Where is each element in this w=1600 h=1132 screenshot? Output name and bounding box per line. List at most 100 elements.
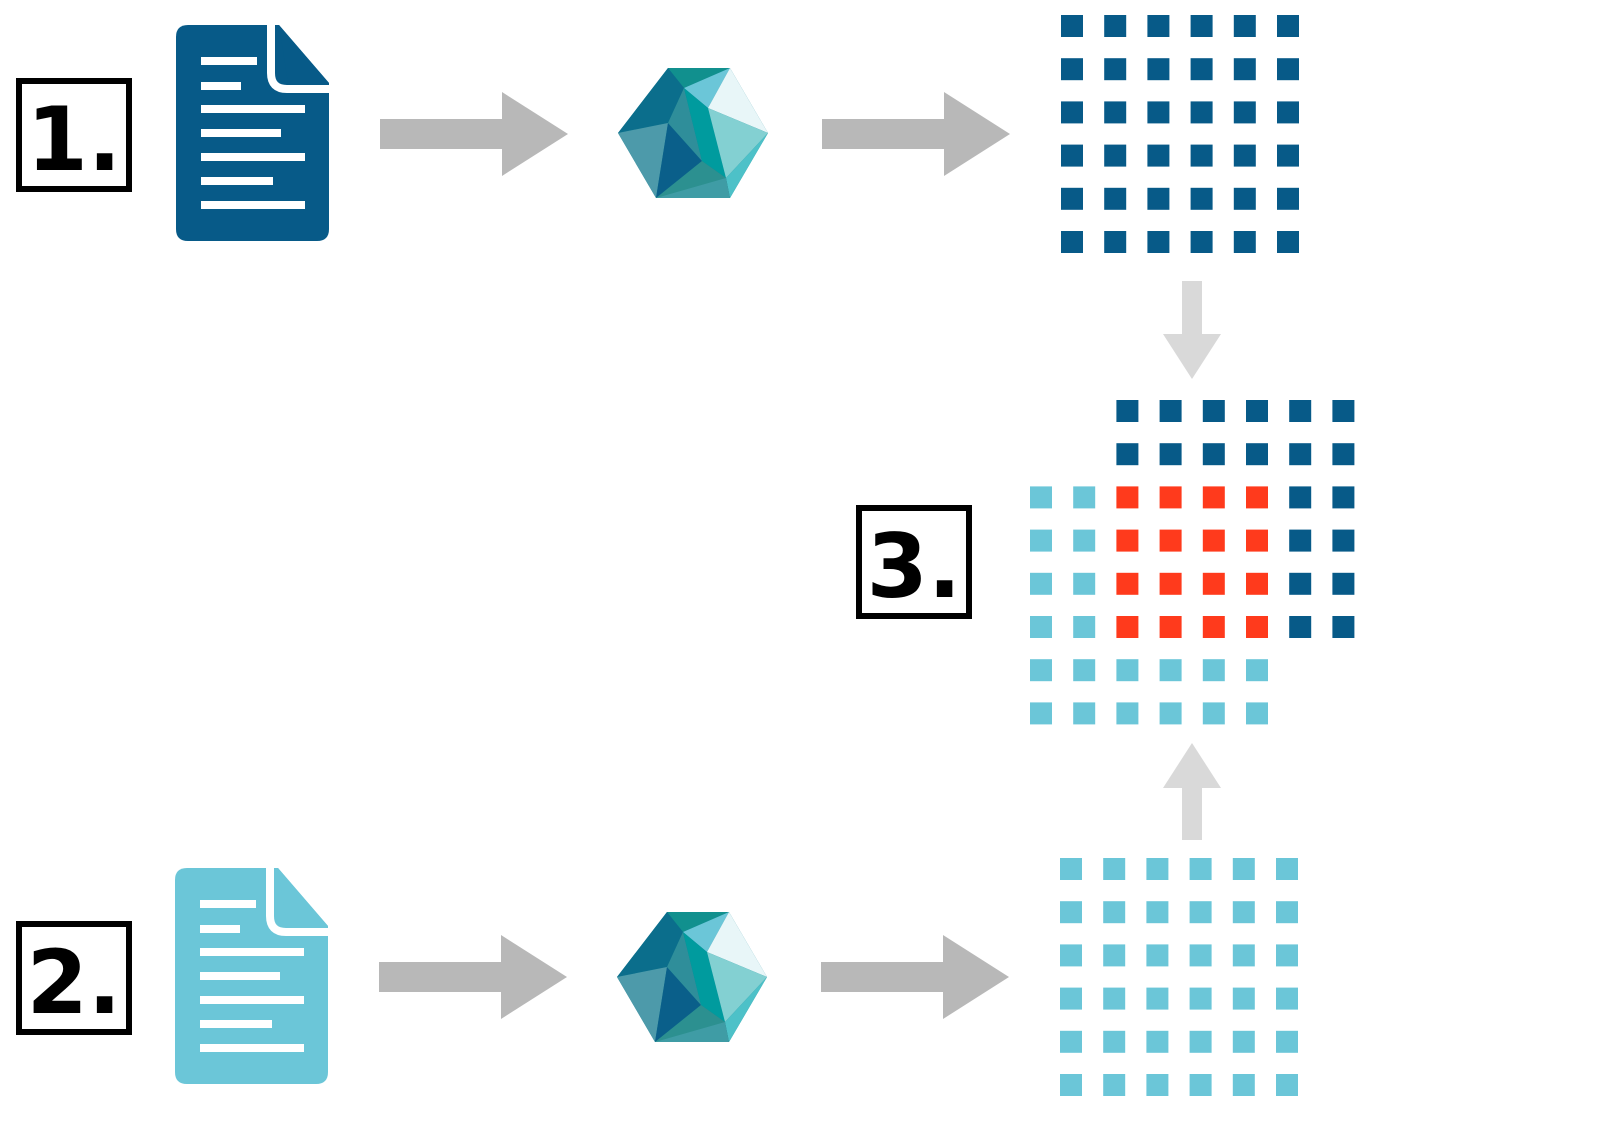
step-3-badge: 3. — [856, 505, 972, 619]
embedding-cell — [1030, 486, 1052, 509]
polyhedron-model-icon — [617, 912, 767, 1042]
embedding-cell — [1116, 400, 1139, 422]
embedding-cell — [1276, 858, 1298, 880]
embedding-cell — [1233, 15, 1256, 37]
embedding-grid-combined — [1030, 400, 1355, 725]
embedding-grid-bottom — [1060, 858, 1298, 1096]
embedding-cell — [1147, 58, 1170, 81]
embedding-cell — [1189, 858, 1212, 880]
embedding-cell — [1060, 987, 1082, 1010]
embedding-cell — [1189, 944, 1212, 967]
embedding-cell — [1116, 702, 1139, 725]
embedding-cell — [1332, 529, 1355, 552]
embedding-cell — [1061, 58, 1083, 81]
embedding-cell — [1277, 15, 1299, 37]
embedding-cell — [1189, 901, 1212, 924]
embedding-cell — [1146, 858, 1169, 880]
overlap-cell — [1159, 616, 1182, 638]
overlap-cell — [1116, 529, 1139, 552]
embedding-cell — [1147, 231, 1170, 253]
embedding-cell — [1276, 987, 1298, 1010]
embedding-cell — [1289, 529, 1312, 552]
embedding-cell — [1190, 15, 1213, 37]
embedding-cell — [1061, 101, 1083, 124]
step-1-label: 1. — [27, 88, 122, 191]
embedding-cell — [1061, 144, 1083, 167]
embedding-cell — [1277, 187, 1299, 210]
overlap-cell — [1202, 572, 1225, 595]
embedding-cell — [1060, 901, 1082, 924]
embedding-cell — [1332, 616, 1355, 638]
embedding-cell — [1202, 400, 1225, 422]
embedding-cell — [1276, 1074, 1298, 1096]
embedding-cell — [1159, 443, 1182, 466]
embedding-cell — [1246, 702, 1268, 725]
overlap-cell — [1116, 572, 1139, 595]
embedding-cell — [1147, 101, 1170, 124]
embedding-cell — [1233, 101, 1256, 124]
overlap-cell — [1246, 529, 1268, 552]
embedding-cell — [1233, 58, 1256, 81]
embedding-cell — [1104, 231, 1127, 253]
embedding-cell — [1146, 987, 1169, 1010]
arrow-down-icon — [1163, 281, 1221, 379]
embedding-cell — [1030, 616, 1052, 638]
overlap-cell — [1159, 486, 1182, 509]
embedding-cell — [1146, 1030, 1169, 1053]
overlap-cell — [1159, 529, 1182, 552]
embedding-cell — [1147, 144, 1170, 167]
embedding-cell — [1232, 1030, 1255, 1053]
embedding-cell — [1232, 987, 1255, 1010]
embedding-cell — [1159, 702, 1182, 725]
embedding-cell — [1061, 187, 1083, 210]
embedding-cell — [1060, 944, 1082, 967]
embedding-cell — [1103, 987, 1126, 1010]
embedding-cell — [1104, 144, 1127, 167]
embedding-cell — [1061, 15, 1083, 37]
embedding-cell — [1060, 858, 1082, 880]
step-2-badge: 2. — [16, 921, 132, 1035]
embedding-cell — [1060, 1074, 1082, 1096]
embedding-cell — [1073, 529, 1096, 552]
embedding-cell — [1246, 443, 1268, 466]
embedding-cell — [1146, 1074, 1169, 1096]
arrow-right-icon — [822, 92, 1010, 176]
embedding-cell — [1276, 1030, 1298, 1053]
embedding-cell — [1159, 400, 1182, 422]
embedding-cell — [1289, 572, 1312, 595]
embedding-cell — [1030, 702, 1052, 725]
embedding-cell — [1146, 944, 1169, 967]
embedding-cell — [1277, 144, 1299, 167]
embedding-cell — [1103, 858, 1126, 880]
embedding-cell — [1073, 486, 1096, 509]
embedding-cell — [1332, 486, 1355, 509]
overlap-cell — [1246, 486, 1268, 509]
embedding-cell — [1147, 15, 1170, 37]
embedding-grid-top — [1061, 15, 1299, 253]
embedding-cell — [1289, 443, 1312, 466]
embedding-cell — [1189, 1074, 1212, 1096]
embedding-cell — [1233, 231, 1256, 253]
embedding-cell — [1332, 572, 1355, 595]
embedding-cell — [1104, 101, 1127, 124]
embedding-cell — [1289, 486, 1312, 509]
embedding-cell — [1190, 144, 1213, 167]
embedding-cell — [1232, 1074, 1255, 1096]
embedding-cell — [1159, 659, 1182, 682]
overlap-cell — [1202, 486, 1225, 509]
embedding-cell — [1030, 572, 1052, 595]
arrow-up-icon — [1163, 743, 1221, 840]
embedding-cell — [1276, 944, 1298, 967]
embedding-cell — [1332, 443, 1355, 466]
overlap-cell — [1246, 572, 1268, 595]
embedding-cell — [1073, 659, 1096, 682]
embedding-cell — [1189, 987, 1212, 1010]
embedding-cell — [1030, 529, 1052, 552]
embedding-cell — [1104, 58, 1127, 81]
embedding-cell — [1060, 1030, 1082, 1053]
embedding-cell — [1202, 702, 1225, 725]
document-icon — [176, 25, 329, 241]
embedding-cell — [1189, 1030, 1212, 1053]
